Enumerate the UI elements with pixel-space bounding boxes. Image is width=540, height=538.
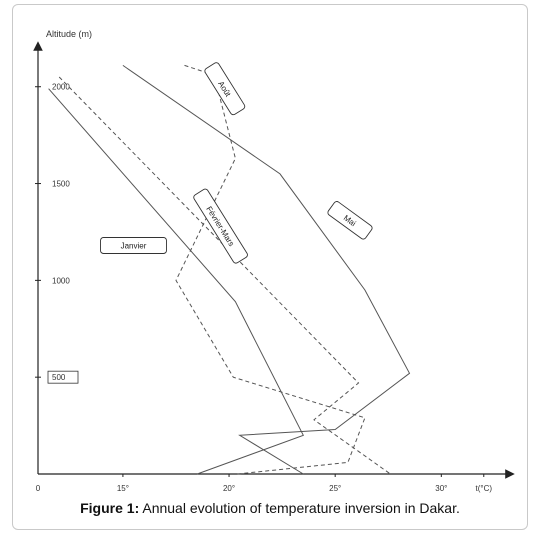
- callout-box: [193, 188, 248, 264]
- x-tick-label: 15°: [117, 484, 129, 493]
- y-tick-label-box: [47, 370, 79, 384]
- x-tick-label: t(°C): [476, 484, 493, 493]
- y-tick-label: 1000: [52, 276, 70, 285]
- x-tick-label: 0: [36, 484, 41, 493]
- y-tick-label: 2000: [52, 83, 70, 92]
- series-line: [122, 64, 411, 475]
- altitude-temperature-chart: Altitude (m) 0 15° 20° 25° 30° t(°C) 500 1000 15…: [33, 29, 515, 493]
- annotation-callout: Août: [204, 62, 246, 116]
- annotation-callout: Février-Mars: [193, 188, 248, 264]
- figure-caption: Figure 1: Annual evolution of temperatur…: [0, 500, 540, 516]
- y-tick-label: 1500: [52, 180, 70, 189]
- callout-box: [327, 201, 373, 240]
- x-tick-label: 30°: [435, 484, 447, 493]
- series-lines: [48, 64, 411, 475]
- y-axis-label: Altitude (m): [46, 29, 92, 39]
- caption-text: Annual evolution of temperature inversio…: [139, 500, 460, 516]
- y-tick-label: 500: [52, 373, 66, 382]
- x-tick-label: 25°: [329, 484, 341, 493]
- ticks: 0 15° 20° 25° 30° t(°C) 500 1000 1500 2000: [35, 83, 492, 493]
- annotations: Janvier Février-Mars Mai Août: [100, 62, 373, 264]
- axes: Altitude (m): [33, 29, 515, 479]
- figure-frame: [12, 4, 528, 530]
- caption-label: Figure 1:: [80, 500, 140, 516]
- callout-box: [100, 237, 167, 254]
- callout-label: Janvier: [121, 242, 147, 251]
- annotation-callout: Mai: [327, 201, 373, 240]
- callout-box: [204, 62, 246, 116]
- series-line: [175, 64, 366, 475]
- x-tick-label: 20°: [223, 484, 235, 493]
- series-line: [58, 76, 391, 475]
- annotation-callout: Janvier: [100, 237, 167, 254]
- series-line: [48, 88, 305, 475]
